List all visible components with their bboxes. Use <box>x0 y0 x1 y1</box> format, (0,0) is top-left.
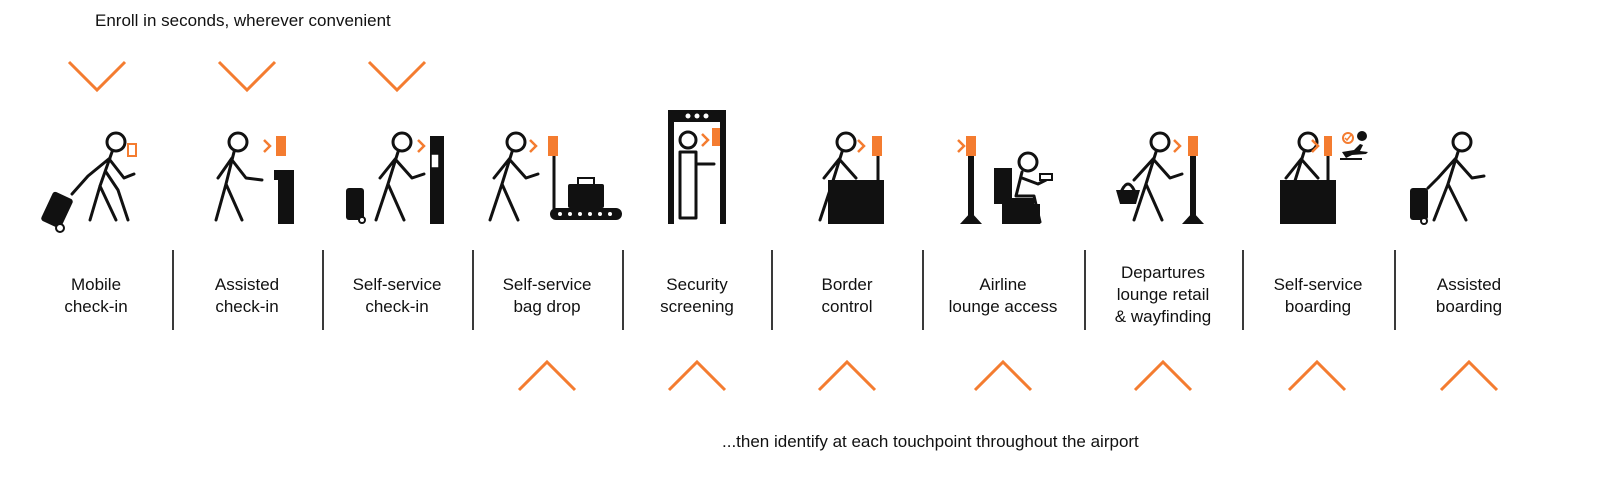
enroll-caption: Enroll in seconds, wherever convenient <box>95 11 391 30</box>
chevron-up-icon <box>1287 359 1347 392</box>
lounge-seated-traveler-icon <box>957 136 1053 224</box>
divider <box>1242 250 1244 330</box>
traveler-camera-desk-icon <box>214 131 294 224</box>
divider <box>322 250 324 330</box>
divider <box>172 250 174 330</box>
chevron-up-icon <box>667 359 727 392</box>
chevron-up-icon <box>1439 359 1499 392</box>
chevron-up-icon <box>973 359 1033 392</box>
traveler-rolling-suitcase-phone-icon <box>41 131 137 233</box>
divider <box>922 250 924 330</box>
divider <box>771 250 773 330</box>
chevron-down-icon <box>217 60 277 93</box>
traveler-boarding-gate-icon <box>1280 131 1368 224</box>
traveler-shopping-basket-icon <box>1116 131 1204 224</box>
divider <box>622 250 624 330</box>
chevron-down-icon <box>67 60 127 93</box>
identify-caption: ...then identify at each touchpoint thro… <box>722 432 1139 451</box>
traveler-kiosk-icon <box>346 131 444 224</box>
traveler-border-desk-icon <box>818 131 884 224</box>
traveler-suitcase-walking-icon <box>1410 131 1486 225</box>
divider <box>1084 250 1086 330</box>
traveler-bag-drop-conveyor-icon <box>488 131 622 222</box>
chevron-up-icon <box>517 359 577 392</box>
chevron-up-icon <box>1133 359 1193 392</box>
security-scanner-gate-icon <box>668 110 726 224</box>
chevron-up-icon <box>817 359 877 392</box>
chevron-down-icon <box>367 60 427 93</box>
divider <box>1394 250 1396 330</box>
divider <box>472 250 474 330</box>
